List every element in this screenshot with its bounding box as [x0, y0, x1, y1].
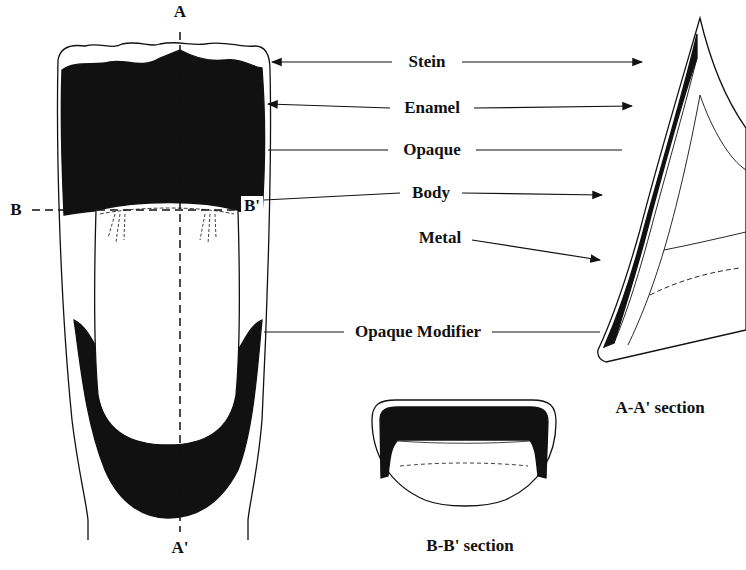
section-letter: B [7, 200, 24, 220]
section-lines [32, 32, 238, 532]
b-b-section-view [372, 400, 556, 506]
section-caption: A-A' section [612, 398, 707, 418]
part-label: Stein [406, 52, 449, 72]
section-letter: A' [169, 538, 192, 558]
front-view [58, 43, 271, 540]
part-label: Body [409, 183, 453, 203]
part-label: Opaque [400, 140, 464, 160]
a-a-section-view [598, 18, 746, 362]
section-letter: B' [241, 196, 263, 216]
part-label: Opaque Modifier [352, 322, 484, 342]
leader-lines [264, 62, 642, 332]
section-caption: B-B' section [423, 536, 516, 556]
section-letter: A [171, 2, 189, 22]
part-label: Enamel [401, 98, 463, 118]
part-label: Metal [416, 228, 464, 248]
